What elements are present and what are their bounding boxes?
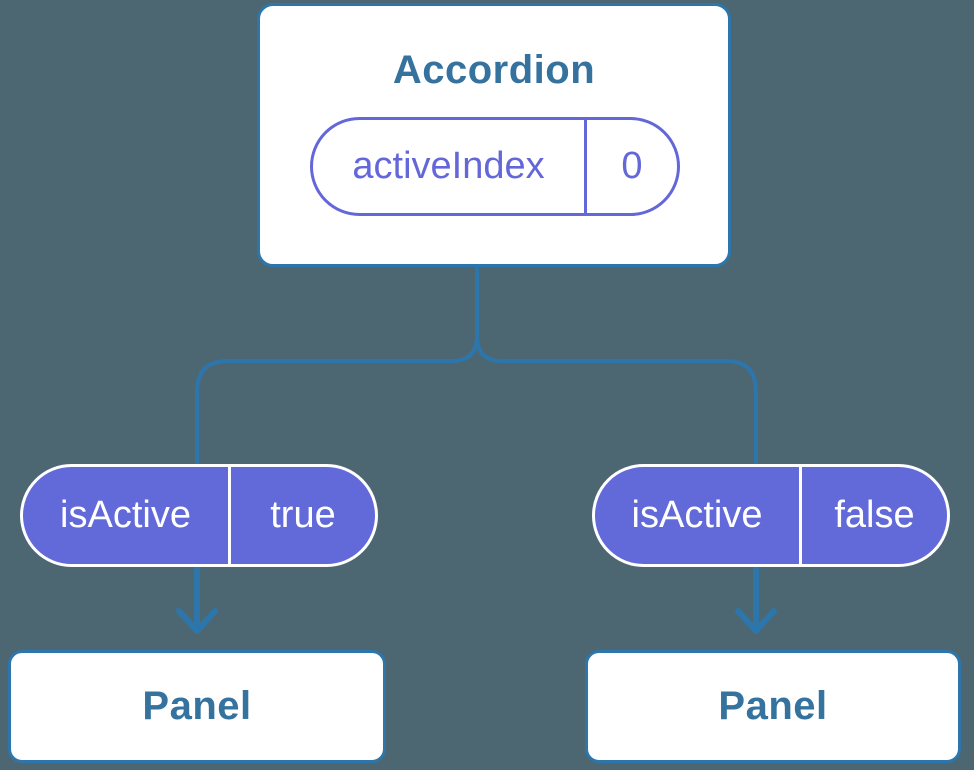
- prop-pill-value: false: [834, 494, 915, 536]
- prop-pill-label: isActive: [23, 467, 231, 564]
- arrow-down-icon: [176, 565, 218, 634]
- fork-connector: [195, 266, 758, 570]
- accordion-component-box: Accordion activeIndex 0: [257, 3, 731, 267]
- prop-pill-right: isActive false: [592, 464, 950, 567]
- state-pill: activeIndex 0: [310, 117, 680, 216]
- panel-title: Panel: [718, 684, 828, 728]
- panel-box-right: Panel: [585, 650, 961, 763]
- arrow-down-icon: [735, 565, 777, 634]
- prop-pill-label: isActive: [595, 467, 802, 564]
- panel-box-left: Panel: [8, 650, 386, 763]
- prop-pill-left: isActive true: [20, 464, 378, 567]
- state-pill-name: activeIndex: [313, 120, 587, 213]
- panel-title: Panel: [142, 684, 252, 728]
- accordion-title: Accordion: [392, 48, 596, 92]
- state-pill-value: 0: [621, 145, 643, 187]
- prop-pill-value: true: [270, 494, 336, 536]
